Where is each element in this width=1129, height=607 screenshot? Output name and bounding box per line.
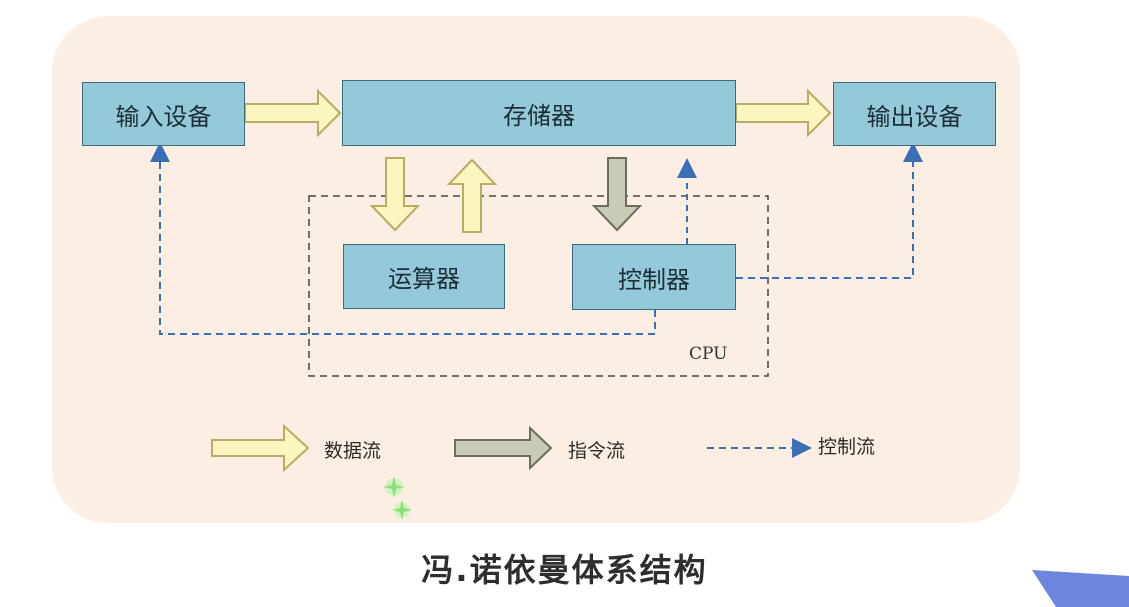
input-device-box: 输入设备 [82,82,245,146]
control-line-to-output [736,142,923,279]
control-unit-label: 控制器 [618,265,690,294]
memory-label: 存储器 [503,101,575,130]
cpu-label: CPU [689,344,728,364]
alu-label: 运算器 [388,265,460,293]
legend-instruction-flow-label: 指令流 [568,440,626,462]
data-arrow-memory-to-alu [369,157,421,232]
legend-control-flow-label: 控制流 [818,436,876,458]
data-arrow-alu-to-memory [446,158,498,233]
instruction-arrow-memory-to-control [591,157,643,232]
corner-decoration [1032,570,1129,607]
green-sparkle-decoration [383,476,412,520]
legend-data-flow-arrow [211,423,310,473]
output-device-box: 输出设备 [833,82,996,146]
page-title: 冯.诺依曼体系结构 [421,551,708,589]
control-line-to-input [150,142,656,335]
data-arrow-input-to-memory [244,88,342,138]
output-device-label: 输出设备 [866,102,963,131]
legend-instruction-flow-arrow [454,425,553,471]
control-unit-box: 控制器 [572,244,736,310]
cpu-boundary [308,195,769,377]
input-device-label: 输入设备 [115,102,212,131]
data-arrow-memory-to-output [735,88,832,138]
legend-data-flow-label: 数据流 [324,440,382,462]
memory-box: 存储器 [342,80,736,146]
alu-box: 运算器 [343,244,505,309]
